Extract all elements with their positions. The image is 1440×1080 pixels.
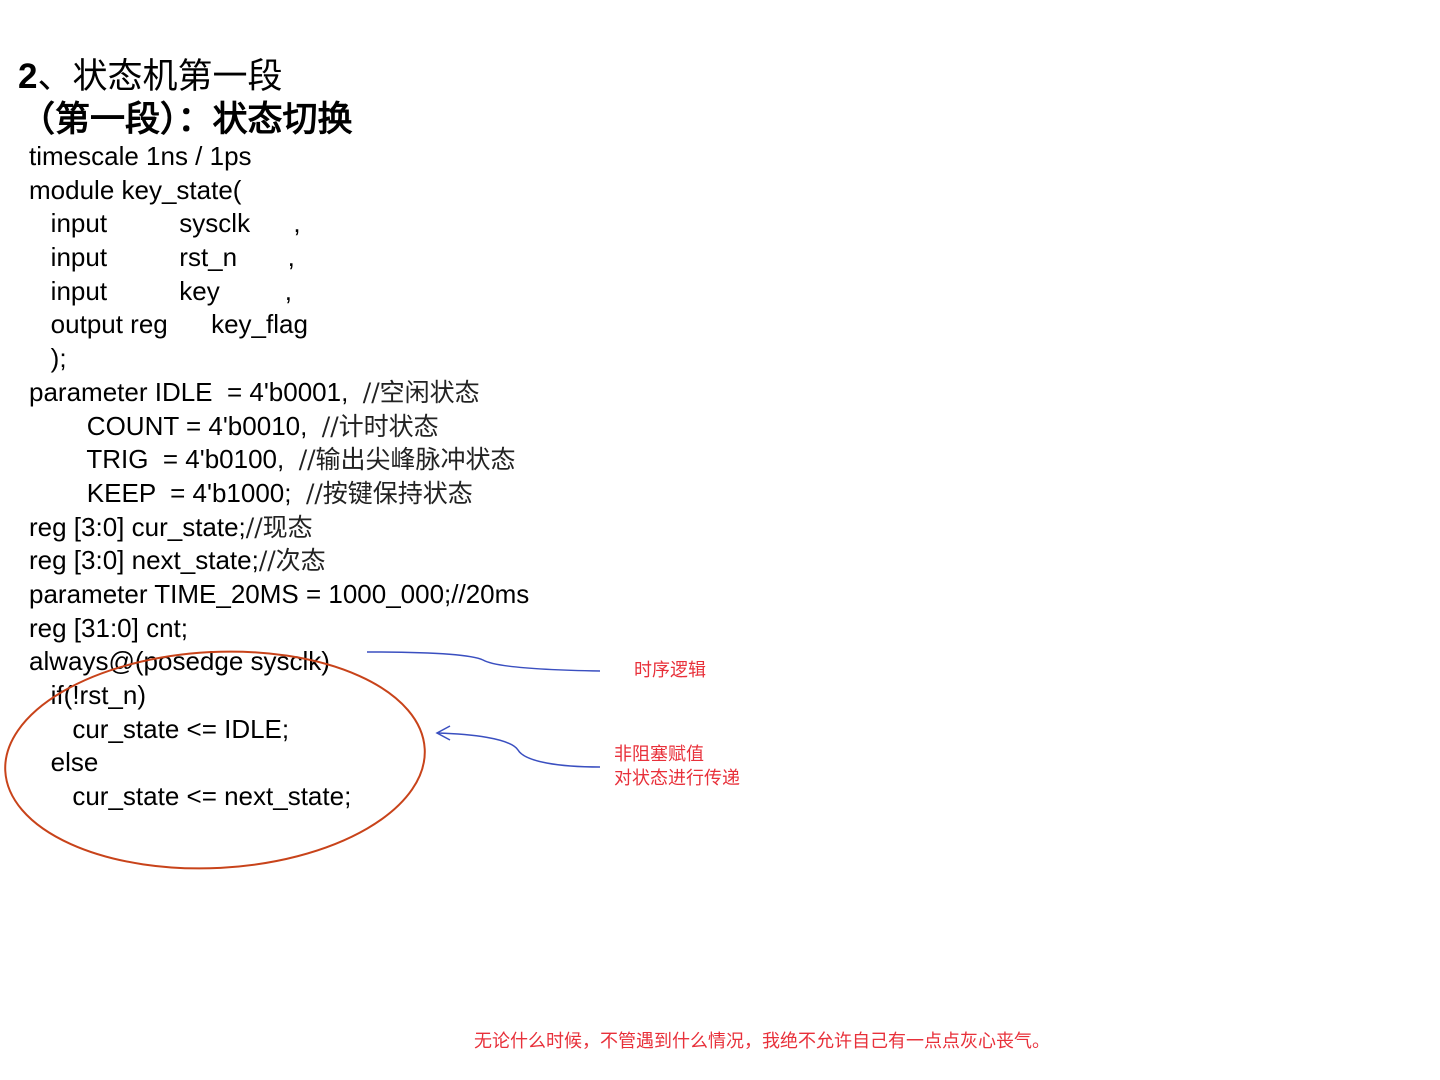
section-number: 2 <box>18 57 38 96</box>
code-line: parameter IDLE = 4'b0001, //空闲状态 <box>29 376 480 407</box>
code-line: KEEP = 4'b1000; //按键保持状态 <box>29 477 473 508</box>
code-comment: //按键保持状态 <box>305 478 473 508</box>
code-line: cur_state <= IDLE; <box>29 713 290 744</box>
code-line: cur_state <= next_state; <box>29 781 352 812</box>
code-line: else <box>29 747 99 778</box>
annotation-nonblocking-assignment: 非阻塞赋值 对状态进行传递 <box>614 744 740 789</box>
verilog-code-block: timescale 1ns / 1ps module key_state( in… <box>29 140 529 814</box>
code-line: module key_state( <box>29 174 242 205</box>
code-comment: //现态 <box>245 512 313 542</box>
section-title: 、状态机第一段 <box>37 57 283 96</box>
code-line: timescale 1ns / 1ps <box>29 141 252 171</box>
code-line: output reg key_flag <box>29 309 308 340</box>
code-line: input sysclk , <box>29 208 301 239</box>
section-subtitle: （第一段）：状态切换 <box>20 100 353 139</box>
footer-quote: 无论什么时候，不管遇到什么情况，我绝不允许自己有一点点灰心丧气。 <box>474 1031 1050 1052</box>
code-line: COUNT = 4'b0010, //计时状态 <box>29 410 439 441</box>
code-line: reg [3:0] cur_state;//现态 <box>29 511 313 542</box>
annotation-sequential-logic: 时序逻辑 <box>634 660 706 681</box>
code-line: if(!rst_n) <box>29 680 147 710</box>
code-comment: //输出尖峰脉冲状态 <box>298 445 516 475</box>
code-line: ); <box>29 343 67 374</box>
code-line: reg [31:0] cnt; <box>29 612 188 643</box>
code-comment: //计时状态 <box>321 411 439 441</box>
code-line: input key , <box>29 275 292 306</box>
code-line: TRIG = 4'b0100, //输出尖峰脉冲状态 <box>29 444 516 475</box>
code-line: always@(posedge sysclk) <box>29 646 330 677</box>
code-comment: //次态 <box>258 546 326 576</box>
code-line: parameter TIME_20MS = 1000_000;//20ms <box>29 578 530 609</box>
section-heading: 2、状态机第一段 <box>18 56 282 98</box>
code-comment: //空闲状态 <box>362 377 480 407</box>
code-line: input rst_n , <box>29 242 295 273</box>
code-line: reg [3:0] next_state;//次态 <box>29 545 326 576</box>
